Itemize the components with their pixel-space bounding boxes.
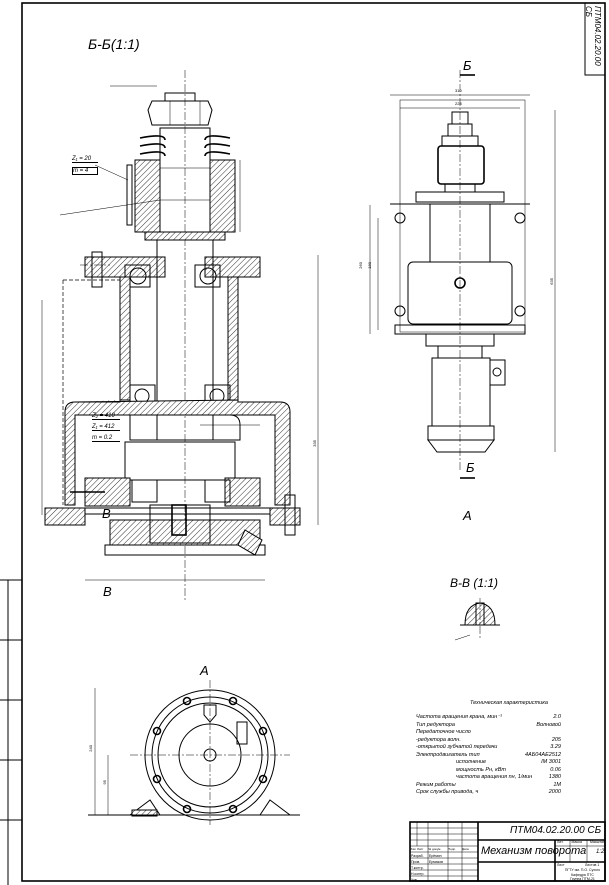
spec-label: -открытой зубчатой передачи	[416, 744, 498, 750]
front-view	[369, 70, 556, 479]
spec-label: Электродвигатель тип	[416, 751, 480, 758]
cut-mark-b-bottom: Б	[466, 460, 475, 475]
spec-row: Частота вращения крана, мин⁻¹ 2.0	[416, 714, 561, 722]
spec-value: Волновой	[536, 721, 561, 728]
view-a	[88, 680, 300, 825]
dim-height-b: 180	[367, 262, 372, 269]
role-norm-control: Н.контр.	[411, 872, 425, 876]
cut-mark-v-top: В	[102, 506, 111, 521]
dim-width-inner: 228	[455, 101, 462, 106]
gear-z1-bottom-label: Z₁ = 412	[92, 424, 120, 431]
org-line: Группа ПТМ-21	[570, 877, 595, 881]
column-headers: Изм Лист № докум. Подп. Дата	[410, 847, 478, 851]
dim-height-a: 260	[358, 262, 363, 269]
spec-label: -редуктора волн.	[416, 736, 461, 743]
dim-width-outer: 310	[455, 88, 462, 93]
spec-label: Передаточное число	[416, 729, 471, 735]
spec-label: исполнение	[456, 759, 487, 765]
spec-label: Режим работы	[416, 781, 456, 788]
tech-specs-heading: Техническая характеристика	[470, 700, 548, 706]
document-code: ПТМ04.02.20.00 СБ	[510, 825, 602, 836]
spec-row: -редуктора волн. 205	[416, 737, 561, 745]
spec-label: Частота вращения крана, мин⁻¹	[416, 714, 502, 720]
spec-label: частота вращения nн, 1/мин	[456, 774, 533, 780]
view-a-arrow-label: А	[463, 508, 472, 523]
col-doc: № докум.	[428, 847, 442, 851]
spec-value: 1380	[548, 774, 561, 780]
organization: ПГТУ им. П.О. Сухого Кафедра ПТС Группа …	[560, 868, 605, 882]
spec-value: 2.0	[553, 714, 561, 720]
name-checker: Ермаков	[429, 860, 444, 864]
col-date: Дата	[462, 847, 469, 851]
col-izm: Изм	[410, 847, 416, 851]
dim-height-total: 635	[549, 278, 554, 285]
spec-row: Срок службы привода, ч 2000	[416, 789, 561, 797]
dim-view-a-height: 240	[88, 745, 93, 752]
header-mass: Масса	[571, 840, 582, 844]
spec-value: IM 3001	[541, 759, 561, 765]
spec-row: Электродвигатель тип 4АБ04АЕ2512	[416, 752, 561, 760]
spec-row: Режим работы 1М	[416, 782, 561, 790]
spec-value: 205	[551, 736, 561, 743]
role-developer: Разраб.	[411, 854, 424, 858]
spec-row: Тип редуктора Волновой	[416, 722, 561, 730]
col-sign: Подп.	[448, 847, 456, 851]
spec-label: Тип редуктора	[416, 721, 455, 728]
spec-row: Передаточное число	[416, 729, 561, 737]
role-tech-control: Т.контр.	[411, 866, 424, 870]
header-lit: Лит.	[557, 840, 564, 844]
section-vv-view	[454, 598, 500, 641]
scale-value: 1:2	[596, 849, 605, 855]
title-block-frame	[409, 821, 606, 882]
document-title: Механизм поворота	[481, 845, 587, 857]
gear-z1-label: Z₁ = 20	[72, 156, 98, 163]
org-line: Кафедра ПТС	[571, 872, 594, 877]
spec-label: Срок службы привода, ч	[416, 789, 479, 795]
view-a-title: А	[200, 663, 209, 678]
org-line: ПГТУ им. П.О. Сухого	[564, 868, 601, 872]
section-vv-title: В-В (1:1)	[450, 576, 499, 590]
spec-value: 3.29	[550, 744, 561, 750]
spec-value: 2000	[548, 789, 561, 795]
role-checker: Пров.	[411, 860, 421, 864]
rotated-document-code: ПТМ04.02.20.00 СБ	[584, 6, 602, 66]
section-bb-title: Б-Б(1:1)	[88, 36, 140, 52]
spec-row: исполнение IM 3001	[416, 759, 561, 767]
cut-mark-b-top: Б	[463, 58, 472, 73]
spec-value: 0.06	[550, 766, 561, 773]
spec-row: -открытой зубчатой передачи 3.29	[416, 744, 561, 752]
spec-row: мощность Рн, кВт 0.06	[416, 767, 561, 775]
spec-row: частота вращения nн, 1/мин 1380	[416, 774, 561, 782]
cut-mark-v-bottom: В	[103, 584, 112, 599]
name-developer: Ерёмин	[429, 854, 442, 858]
gear-m-label: m = 4	[72, 167, 98, 175]
section-bb-view	[41, 70, 319, 600]
header-scale: Масштаб	[590, 840, 605, 844]
sheets-count: Листов 1	[585, 863, 600, 867]
roles: Разраб. Пров. Т.контр. Н.контр. Утв.	[411, 853, 424, 883]
dim-left-total: 335	[312, 440, 317, 447]
gear-m-bottom-label: m = 0.2	[92, 435, 120, 442]
col-list: Лист	[417, 847, 424, 851]
sheet-label: Лист	[557, 863, 565, 867]
gear-z2-label: Z₂ = 410	[92, 413, 120, 420]
spec-label: мощность Рн, кВт	[456, 766, 506, 773]
lit-headers: Лит. Масса Масштаб	[557, 840, 605, 844]
role-approver: Утв.	[411, 878, 418, 882]
names: Ерёмин Ермаков	[429, 853, 443, 865]
spec-value: 4АБ04АЕ2512	[525, 751, 561, 758]
dim-view-a-axis: 95	[102, 780, 107, 785]
spec-value: 1М	[553, 781, 561, 788]
